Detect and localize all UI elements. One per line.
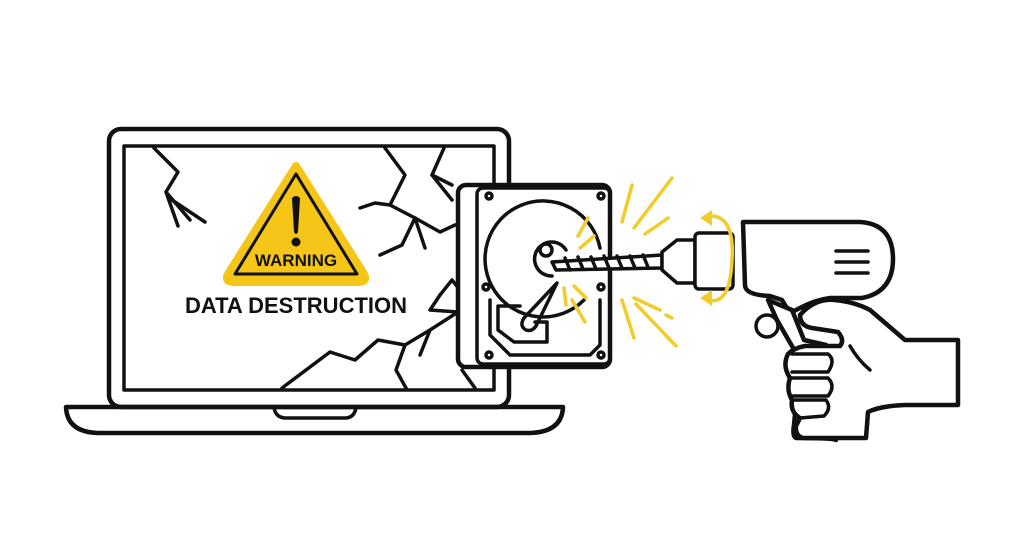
headline: DATA DESTRUCTION [185,293,407,318]
exclamation-icon [292,196,300,234]
hard-drive-icon [455,182,613,370]
actuator-arm [520,281,559,333]
warning-triangle-icon: WARNING [222,162,370,286]
rotation-arrows-icon [700,210,735,306]
warning-label: WARNING [255,251,337,270]
laptop-base [63,404,566,436]
laptop-notch [272,406,358,420]
screen-cracks [152,146,477,390]
sparks [562,176,678,348]
hand [783,297,961,441]
